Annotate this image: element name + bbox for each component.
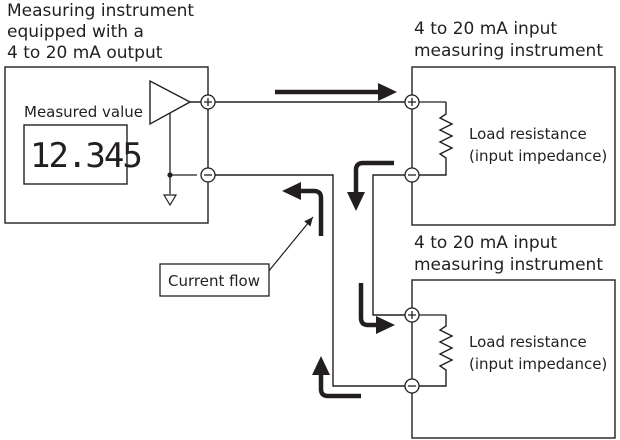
flow-arrow-4 (312, 356, 361, 399)
receiver-1-plus-terminal (404, 94, 420, 110)
load-resistor-symbol-2 (412, 315, 454, 387)
receiver-2-load-label-line-1: Load resistance (469, 333, 587, 351)
source-title-line-2: equipped with a (7, 22, 144, 42)
receiver-1-load-label-line-2: (input impedance) (469, 147, 607, 165)
source-plus-terminal (200, 94, 216, 110)
source-minus-terminal (200, 167, 216, 183)
flow-arrow-2 (347, 160, 394, 211)
source-title-line-1: Measuring instrument (7, 1, 194, 21)
terminals (200, 94, 420, 394)
receiver-1-title-line-2: measuring instrument (414, 41, 603, 61)
measured-value-label: Measured value (24, 103, 143, 121)
receiver-2-plus-terminal (404, 307, 420, 323)
wire-receiver-1-minus-to-receiver-2-plus (372, 174, 412, 316)
current-flow-label: Current flow (168, 272, 260, 290)
ground-symbol (162, 194, 178, 207)
callout-leader-arrow (267, 216, 314, 273)
current-flow-callout: Current flow (159, 216, 314, 297)
flow-arrow-3 (358, 283, 395, 334)
receiver-1-title-line-1: 4 to 20 mA input (414, 19, 557, 39)
receiver-2-title-line-2: measuring instrument (414, 255, 603, 275)
receiver-2-box (411, 279, 616, 439)
load-resistor-symbol-1 (412, 102, 454, 176)
display-value: 12.345 (30, 136, 141, 176)
receiver-instrument-1: 4 to 20 mA input measuring instrument Lo… (411, 19, 616, 226)
flow-arrow-5 (282, 182, 324, 236)
flow-arrow-1 (275, 83, 397, 101)
receiver-1-load-label-line-1: Load resistance (469, 125, 587, 143)
current-flow-arrows (275, 83, 397, 399)
receiver-2-minus-terminal (404, 378, 420, 394)
junction-dot (167, 172, 173, 178)
receiver-1-minus-terminal (404, 167, 420, 183)
loop-wiring (190, 101, 412, 387)
source-instrument: Measuring instrument equipped with a 4 t… (4, 1, 209, 224)
receiver-2-title-line-1: 4 to 20 mA input (414, 233, 557, 253)
receiver-2-load-label-line-2: (input impedance) (469, 355, 607, 373)
receiver-1-box (411, 66, 616, 226)
digital-display (23, 124, 128, 185)
receiver-instrument-2: 4 to 20 mA input measuring instrument Lo… (411, 233, 616, 439)
callout-box (159, 263, 270, 297)
wire-receiver-2-minus-to-source-minus (208, 174, 412, 387)
source-title-line-3: 4 to 20 mA output (7, 43, 163, 63)
